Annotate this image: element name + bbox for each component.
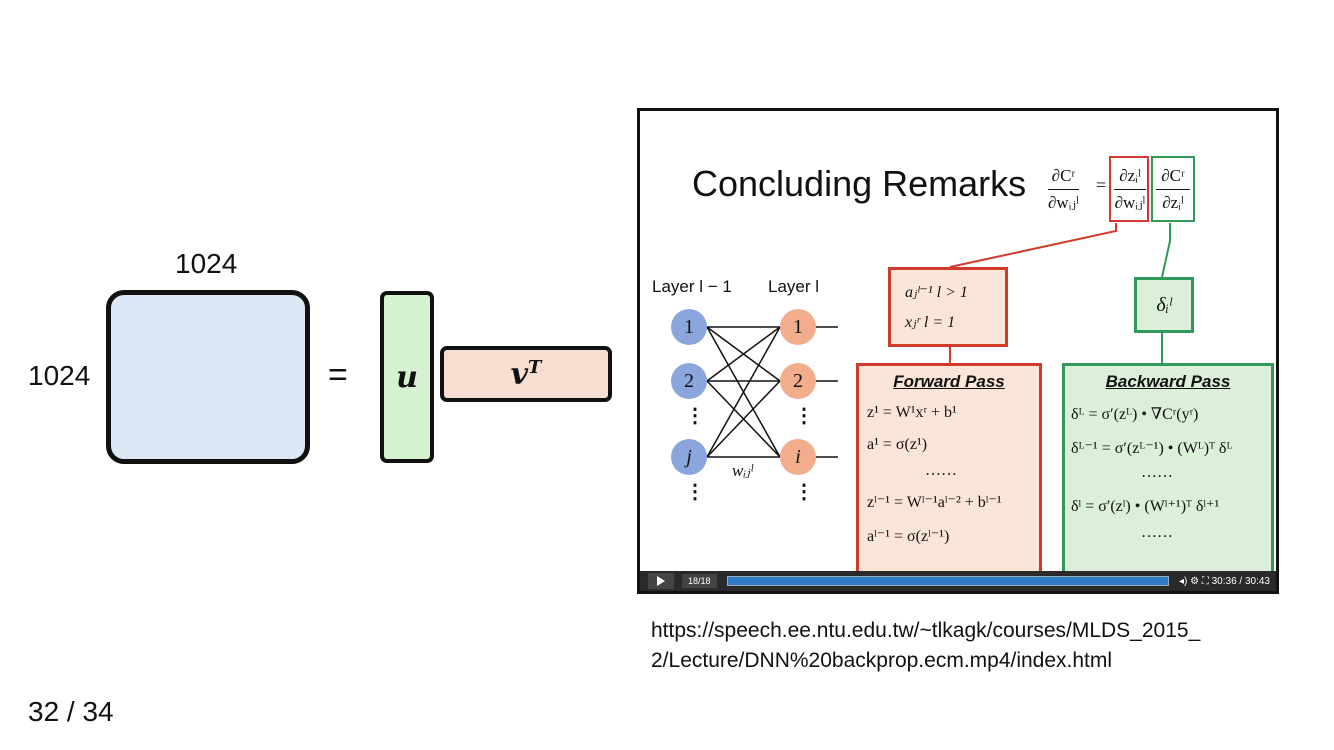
v-transpose-vector: vT — [440, 346, 612, 402]
formula-mid: ∂zᵢˡ ∂wᵢⱼˡ — [1114, 163, 1146, 216]
v-label: vT — [510, 356, 542, 392]
delta-box: δᵢˡ — [1134, 277, 1194, 333]
cur-node: 2 — [780, 363, 816, 399]
video-arrows — [706, 156, 1195, 458]
forward-pass-box: Forward Pass z¹ = W¹xʳ + b¹ a¹ = σ(z¹) …… — [856, 363, 1042, 589]
prev-node: 1 — [671, 309, 707, 345]
cur-node: i — [780, 439, 816, 475]
backward-pass-title: Backward Pass — [1105, 372, 1231, 391]
cur-node: 1 — [780, 309, 816, 345]
volume-icon[interactable]: ◂) — [1178, 575, 1188, 587]
forward-pass-title: Forward Pass — [893, 372, 1005, 391]
play-icon[interactable] — [648, 573, 674, 589]
layer-prev-label: Layer l − 1 — [652, 277, 732, 296]
source-link[interactable]: https://speech.ee.ntu.edu.tw/~tlkagk/cou… — [651, 619, 1201, 672]
condition-box: aⱼˡ⁻¹ l > 1 xⱼʳ l = 1 — [888, 267, 1008, 347]
layer-cur-label: Layer l — [768, 277, 820, 296]
matrix-height-label: 1024 — [28, 360, 91, 391]
formula-lhs: ∂Cʳ ∂wᵢⱼˡ — [1048, 163, 1079, 216]
video-player[interactable]: Concluding Remarks ∂Cʳ ∂wᵢⱼˡ = ∂zᵢˡ ∂wᵢⱼ… — [637, 108, 1279, 594]
settings-icon[interactable]: ⚙ — [1190, 575, 1200, 587]
fullscreen-icon[interactable]: ⛶ — [1201, 575, 1209, 587]
weight-matrix — [106, 290, 310, 464]
u-vector: u — [380, 291, 434, 463]
formula-rhs: ∂Cʳ ∂zᵢˡ — [1156, 163, 1190, 216]
prev-node: j — [671, 439, 707, 475]
network-edges — [706, 326, 838, 458]
backward-pass-box: Backward Pass δᴸ = σ′(zᴸ) • ∇Cʳ(yʳ) δᴸ⁻¹… — [1062, 363, 1274, 589]
equals-sign: = — [328, 356, 348, 394]
progress-bar[interactable] — [726, 576, 1169, 586]
slide-counter: 18/18 — [682, 574, 717, 588]
red-arrow — [949, 223, 1117, 268]
u-label: u — [396, 359, 418, 395]
green-arrow — [1161, 223, 1171, 278]
matrix-width-label: 1024 — [175, 248, 238, 279]
weight-label: wᵢⱼˡ — [732, 461, 753, 480]
page-number: 32 / 34 — [28, 696, 114, 727]
slide-title: Concluding Remarks — [692, 163, 1027, 204]
time-display: 30:36 / 30:43 — [1211, 575, 1270, 587]
player-controls: 18/18 ◂) ⚙ ⛶ 30:36 / 30:43 — [640, 571, 1276, 591]
prev-node: 2 — [671, 363, 707, 399]
